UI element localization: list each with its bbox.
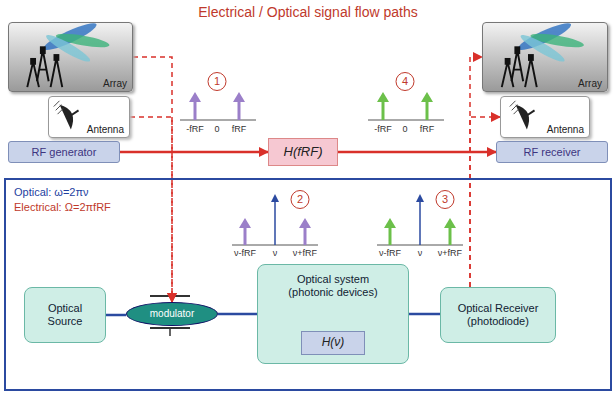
node-text: modulator [150, 308, 194, 320]
optical-receiver-box: Optical Receiver (photodiode) [440, 287, 556, 343]
node-text: H(fRF) [284, 145, 323, 160]
electrical-path [120, 151, 268, 154]
antenna-box: Antenna [500, 96, 590, 138]
spectrum-label: ν-fRF [233, 248, 257, 258]
rf-generator-box: RF generator [8, 141, 120, 163]
electrical-path [130, 117, 172, 302]
optical-source-box: Optical Source [24, 287, 106, 343]
region-legend-text: Optical: ω=2πν [14, 186, 89, 199]
callout-number: 3 [436, 190, 455, 209]
modulator: modulator [126, 302, 218, 326]
optical-system-box: Optical system (photonic devices) H(ν) [257, 264, 409, 364]
node-text: Array [103, 78, 127, 90]
node-text: RF generator [32, 146, 97, 159]
spectrum-label: 0 [213, 124, 220, 134]
optical-region: Optical: ω=2πνElectrical: Ω=2πfRF Optical… [4, 178, 612, 391]
spectrum-label: fRF [419, 124, 436, 134]
spectrum-label: ν-fRF [378, 248, 402, 258]
spectrum-label: ν [417, 248, 424, 258]
optical-path [218, 313, 257, 316]
node-text: Antenna [547, 124, 584, 136]
node-text: Array [578, 78, 602, 90]
node-text: Antenna [87, 124, 124, 136]
node-text: RF receiver [524, 146, 581, 159]
spectrum-1 [180, 92, 256, 120]
antenna-box: Antenna [48, 96, 130, 138]
array-box: Array [482, 22, 608, 92]
electrical-path [470, 57, 482, 287]
electrical-path [338, 151, 496, 154]
spectrum-label: ν+fRF [437, 248, 463, 258]
spectrum-label: 0 [401, 124, 408, 134]
region-legend-text: Electrical: Ω=2πfRF [14, 201, 111, 214]
transfer-function-box: H(fRF) [268, 138, 338, 166]
spectrum-label: fRF [231, 124, 248, 134]
optical-path [409, 313, 440, 316]
node-text: Optical Receiver (photodiode) [446, 302, 550, 327]
transfer-function-box: H(ν) [301, 331, 365, 355]
spectrum-label: -fRF [185, 124, 205, 134]
spectrum-label: ν+fRF [292, 248, 318, 258]
diagram-title: Electrical / Optical signal flow paths [0, 4, 616, 20]
optical-path [106, 314, 126, 317]
node-text: Optical system (photonic devices) [273, 273, 393, 298]
spectrum-label: -fRF [373, 124, 393, 134]
node-text: Optical Source [30, 302, 100, 327]
node-text: H(ν) [322, 336, 345, 350]
spectrum-label: ν [272, 248, 279, 258]
callout-number: 4 [396, 72, 415, 91]
rf-receiver-box: RF receiver [496, 141, 608, 163]
callout-number: 1 [208, 72, 227, 91]
callout-number: 2 [291, 190, 310, 209]
array-box: Array [8, 22, 133, 92]
spectrum-4 [368, 92, 444, 120]
